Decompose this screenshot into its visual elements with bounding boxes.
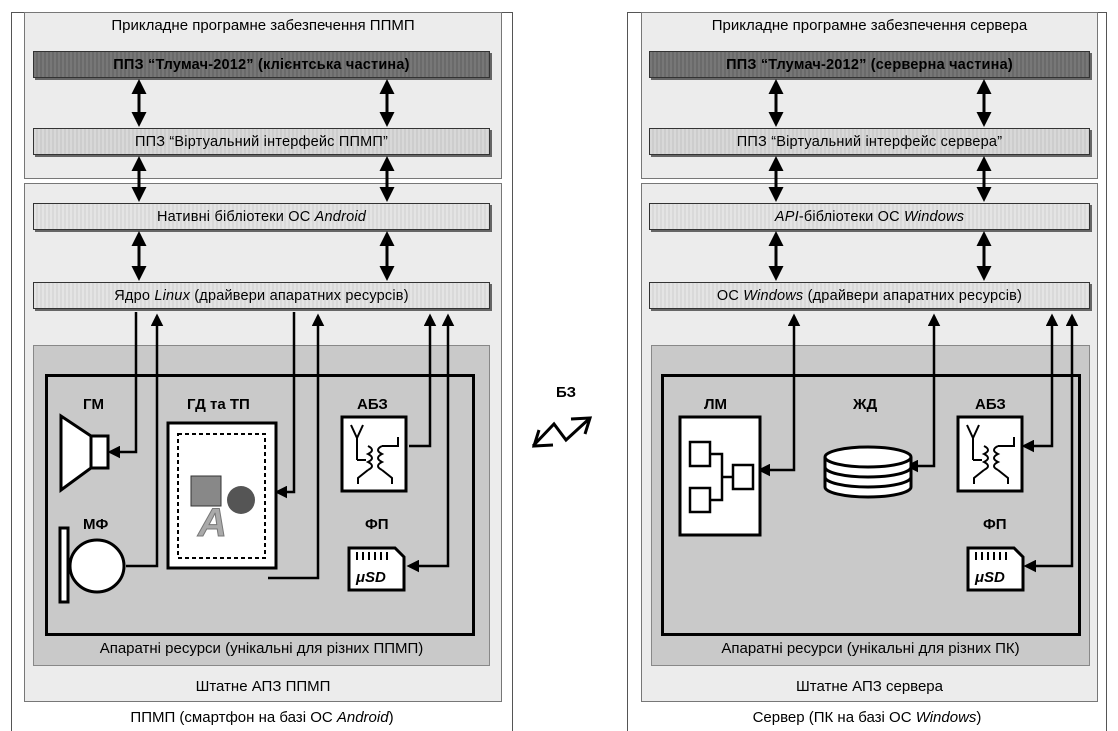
right-virtual-interface-bar: ППЗ “Віртуальний інтерфейс сервера” xyxy=(649,128,1090,155)
right-api-text: API-бібліотеки ОС Windows xyxy=(774,208,965,225)
usd-label-right: μSD xyxy=(974,569,1005,586)
usd-label-left: μSD xyxy=(355,569,386,586)
speaker-icon xyxy=(59,413,110,493)
left-layer-arrows xyxy=(131,79,395,281)
left-hardware-caption: Апаратні ресурси (унікальні для різних П… xyxy=(99,640,424,657)
right-hardware-wires xyxy=(757,313,1079,573)
label-abz-left: АБЗ xyxy=(357,396,388,413)
left-virtual-interface-bar: ППЗ “Віртуальний інтерфейс ППМП” xyxy=(33,128,490,155)
left-native-libraries-bar: Нативні бібліотеки ОС Android xyxy=(33,203,490,230)
microsd-icon-left xyxy=(347,546,406,592)
left-kernel-text: Ядро Linux (драйвери апаратних ресурсів) xyxy=(114,287,409,304)
right-layer-arrows xyxy=(768,79,992,281)
display-touchpanel-icon: A xyxy=(166,421,278,570)
label-zhd: ЖД xyxy=(853,396,878,413)
antenna-module-icon-right xyxy=(956,415,1024,493)
label-gd-tp: ГД та ТП xyxy=(187,396,250,413)
right-api-libraries-bar: API-бібліотеки ОС Windows xyxy=(649,203,1090,230)
label-bz: БЗ xyxy=(556,384,576,401)
right-os-drivers-bar: ОС Windows (драйвери апаратних ресурсів) xyxy=(649,282,1090,309)
label-fp-right: ФП xyxy=(983,516,1007,533)
left-device-caption: ППМП (смартфон на базі ОС Android) xyxy=(130,709,394,726)
left-kernel-bar: Ядро Linux (драйвери апаратних ресурсів) xyxy=(33,282,490,309)
right-device-caption: Сервер (ПК на базі ОС Windows) xyxy=(752,709,982,726)
wireless-link-icon xyxy=(531,416,593,448)
label-mf: МФ xyxy=(83,516,109,533)
svg-text:A: A xyxy=(197,501,227,545)
network-module-icon xyxy=(678,415,762,537)
right-server-bar: ППЗ “Тлумач-2012” (серверна частина) xyxy=(649,51,1090,78)
label-gm: ГМ xyxy=(83,396,104,413)
microsd-icon-right xyxy=(966,546,1025,592)
right-standard-apz-label: Штатне АПЗ сервера xyxy=(796,678,943,695)
right-app-software-title: Прикладне програмне забезпечення сервера xyxy=(711,17,1028,34)
microphone-icon xyxy=(58,526,126,604)
left-hardware-wires xyxy=(107,312,455,580)
left-app-software-title: Прикладне програмне забезпечення ППМП xyxy=(111,17,415,34)
hard-disk-icon xyxy=(823,445,913,499)
left-native-text: Нативні бібліотеки ОС Android xyxy=(156,208,367,225)
right-hardware-caption: Апаратні ресурси (унікальні для різних П… xyxy=(721,640,1020,657)
label-fp-left: ФП xyxy=(365,516,389,533)
left-standard-apz-label: Штатне АПЗ ППМП xyxy=(195,678,331,695)
antenna-module-icon-left xyxy=(340,415,408,493)
left-client-bar: ППЗ “Тлумач-2012” (клієнтська частина) xyxy=(33,51,490,78)
label-lm: ЛМ xyxy=(704,396,728,413)
right-os-text: ОС Windows (драйвери апаратних ресурсів) xyxy=(716,287,1023,304)
label-abz-right: АБЗ xyxy=(975,396,1006,413)
